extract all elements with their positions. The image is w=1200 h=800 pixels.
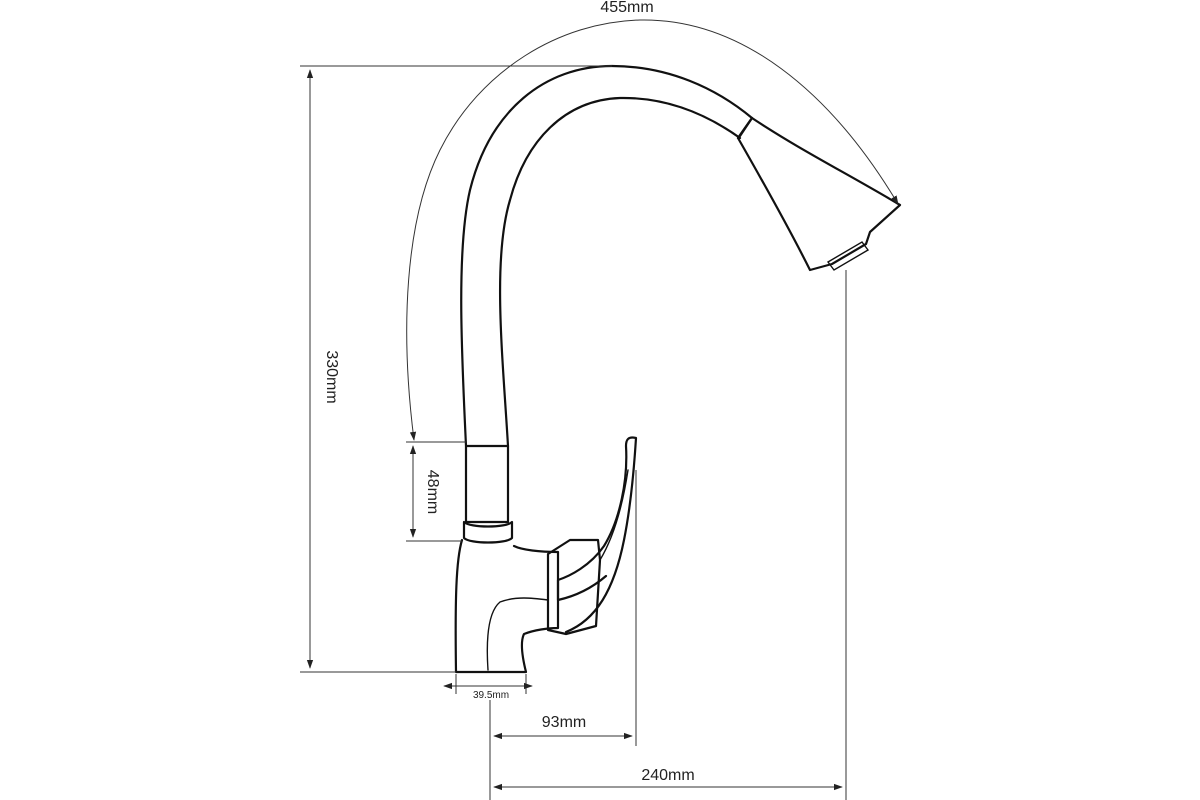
lever-edge: [599, 469, 629, 561]
faucet-body: [454, 538, 560, 674]
handle-cartridge: [546, 538, 602, 636]
lever-handle: [556, 436, 638, 634]
body-collar: [464, 444, 510, 524]
dimension-labels: 455mm 330mm 48mm 39.5mm 93mm 240mm: [323, 0, 695, 784]
body-inner-contour: [486, 597, 549, 671]
spout-inner-curve: [498, 96, 742, 448]
spray-head: [736, 116, 902, 272]
faucet-outline: [454, 64, 902, 674]
dimension-lines: [300, 19, 899, 800]
label-reach-455: 455mm: [600, 0, 653, 16]
label-offset-93: 93mm: [542, 714, 586, 731]
label-base-39: 39.5mm: [473, 690, 509, 701]
label-height-330: 330mm: [323, 350, 340, 403]
reach-455-dim-arc: [406, 19, 899, 441]
label-reach-240: 240mm: [641, 767, 694, 784]
collar-ring: [462, 520, 514, 544]
label-height-48: 48mm: [424, 470, 441, 514]
